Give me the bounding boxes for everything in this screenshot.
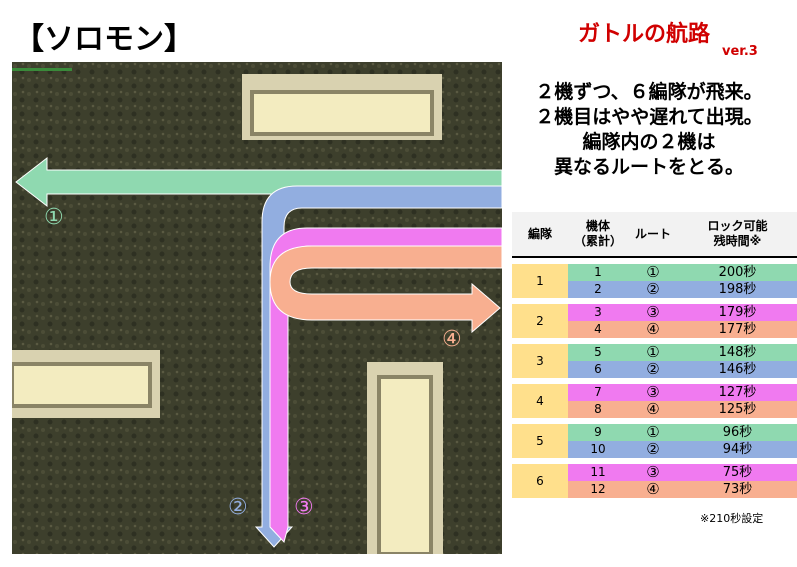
description: ２機ずつ、６編隊が飛来。 ２機目はやや遅れて出現。 編隊内の２機は 異なるルート… (508, 80, 790, 180)
time-cell: 179秒 (678, 304, 797, 321)
unit-cell: 9 (568, 424, 628, 441)
route-map: ① ② ③ ④ (12, 62, 502, 554)
description-line: ２機目はやや遅れて出現。 (535, 106, 763, 128)
header-line: 残時間※ (713, 234, 762, 248)
time-cell: 127秒 (678, 384, 797, 401)
group-cell: 2 (512, 304, 568, 338)
route-cell: ③ (628, 464, 678, 481)
header-route: ルート (628, 212, 678, 258)
spacer (512, 258, 797, 264)
time-cell: 200秒 (678, 264, 797, 281)
unit-cell: 10 (568, 441, 628, 458)
route-cell: ④ (628, 401, 678, 418)
spacer-row (512, 338, 797, 344)
group-cell: 3 (512, 344, 568, 378)
route-cell: ④ (628, 321, 678, 338)
header-time: ロック可能残時間※ (678, 212, 797, 258)
group-cell: 5 (512, 424, 568, 458)
building (367, 362, 443, 554)
unit-cell: 3 (568, 304, 628, 321)
route-label-3: ③ (294, 495, 314, 520)
route-cell: ② (628, 441, 678, 458)
time-cell: 146秒 (678, 361, 797, 378)
route-label-1: ① (44, 205, 64, 230)
unit-cell: 7 (568, 384, 628, 401)
spacer-row (512, 258, 797, 264)
route-label-4: ④ (442, 327, 462, 352)
unit-cell: 8 (568, 401, 628, 418)
route-cell: ① (628, 424, 678, 441)
unit-cell: 12 (568, 481, 628, 498)
description-line: 異なるルートをとる。 (553, 156, 744, 178)
time-cell: 148秒 (678, 344, 797, 361)
time-cell: 177秒 (678, 321, 797, 338)
group-cell: 1 (512, 264, 568, 298)
spacer-row (512, 458, 797, 464)
spacer (512, 378, 797, 384)
header-line: （累計） (573, 234, 622, 248)
route-cell: ① (628, 344, 678, 361)
route-cell: ③ (628, 304, 678, 321)
map-edge-line (12, 68, 72, 71)
time-cell: 75秒 (678, 464, 797, 481)
route-cell: ② (628, 361, 678, 378)
time-cell: 73秒 (678, 481, 797, 498)
spacer (512, 458, 797, 464)
unit-cell: 2 (568, 281, 628, 298)
time-cell: 96秒 (678, 424, 797, 441)
route-cell: ④ (628, 481, 678, 498)
description-line: ２機ずつ、６編隊が飛来。 (535, 81, 763, 103)
route-cell: ① (628, 264, 678, 281)
route-cell: ② (628, 281, 678, 298)
spacer-row (512, 298, 797, 304)
building (242, 74, 442, 140)
description-line: 編隊内の２機は (582, 131, 716, 153)
page-title: 【ソロモン】 (14, 22, 194, 57)
footnote: ※210秒設定 (700, 512, 764, 525)
time-cell: 198秒 (678, 281, 797, 298)
group-cell: 6 (512, 464, 568, 498)
unit-cell: 5 (568, 344, 628, 361)
header-unit: 機体（累計） (568, 212, 628, 258)
unit-cell: 11 (568, 464, 628, 481)
spacer-row (512, 378, 797, 384)
route-4-arrow (269, 245, 502, 334)
route-label-2: ② (228, 495, 248, 520)
building (12, 350, 160, 418)
time-cell: 125秒 (678, 401, 797, 418)
subtitle: ガトルの航路 (578, 22, 711, 47)
route-cell: ③ (628, 384, 678, 401)
spacer (512, 418, 797, 424)
spacer-row (512, 418, 797, 424)
header-line: 機体 (585, 219, 610, 233)
spacer (512, 338, 797, 344)
time-cell: 94秒 (678, 441, 797, 458)
spacer (512, 298, 797, 304)
group-cell: 4 (512, 384, 568, 418)
unit-cell: 1 (568, 264, 628, 281)
unit-cell: 6 (568, 361, 628, 378)
unit-cell: 4 (568, 321, 628, 338)
header-line: ロック可能 (707, 219, 768, 233)
header-group: 編隊 (512, 212, 568, 258)
version-label: ver.3 (722, 44, 758, 59)
